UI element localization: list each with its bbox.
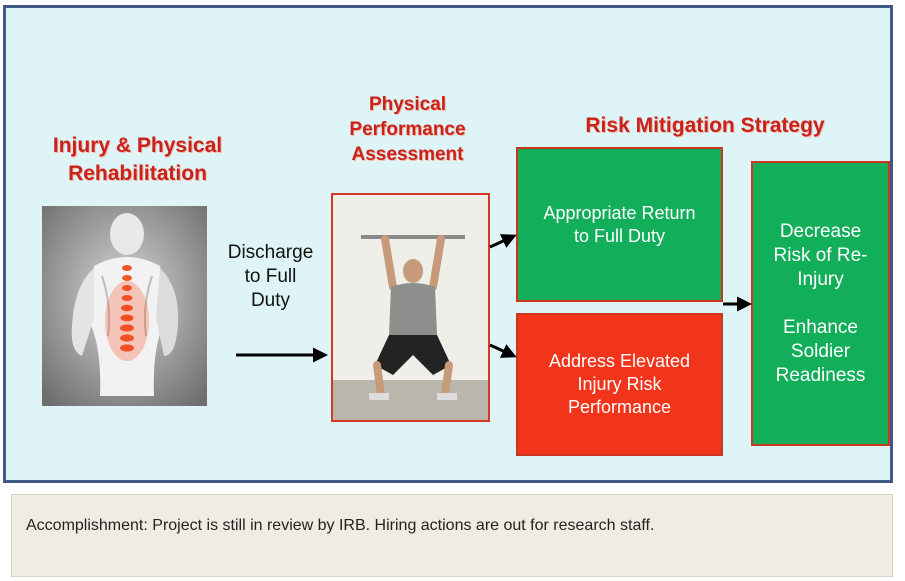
address-elevated-line1: Address Elevated bbox=[548, 351, 691, 371]
appropriate-return-line1: Appropriate Return bbox=[543, 202, 696, 223]
risk-mitigation-title: Risk Mitigation Strategy bbox=[585, 114, 825, 137]
squat-assessment-photo bbox=[331, 193, 490, 422]
appropriate-return-box: Appropriate Return to Full Duty bbox=[516, 147, 723, 302]
spine-injury-image bbox=[42, 206, 207, 406]
address-elevated-risk-box: Address Elevated Injury Risk Performance bbox=[516, 313, 723, 456]
appropriate-return-line2: to Full Duty bbox=[573, 225, 666, 246]
discharge-label: Discharge to Full Duty bbox=[213, 241, 328, 313]
accomplishment-text: Accomplishment: Project is still in revi… bbox=[26, 517, 655, 534]
discharge-label-line1: Discharge bbox=[227, 242, 314, 263]
outcome-enhance-line1: Enhance bbox=[782, 316, 858, 338]
performance-assessment-title-line3: Assessment bbox=[351, 144, 464, 165]
address-elevated-line3: Performance bbox=[567, 397, 672, 417]
injury-rehab-title-line1: Injury & Physical bbox=[52, 134, 223, 157]
outcome-box: Decrease Risk of Re- Injury Enhance Sold… bbox=[751, 161, 890, 446]
injury-rehab-title: Injury & Physical Rehabilitation bbox=[20, 132, 255, 188]
outcome-enhance-line3: Readiness bbox=[775, 364, 866, 386]
outcome-enhance-line2: Soldier bbox=[790, 340, 851, 362]
outcome-decrease-line3: Injury bbox=[797, 268, 844, 290]
discharge-label-line3: Duty bbox=[250, 290, 291, 311]
performance-assessment-title: Physical Performance Assessment bbox=[325, 92, 490, 167]
injury-rehab-title-line2: Rehabilitation bbox=[68, 162, 207, 185]
discharge-label-line2: to Full bbox=[244, 266, 297, 287]
performance-assessment-title-line2: Performance bbox=[349, 119, 466, 140]
accomplishment-footer bbox=[11, 494, 893, 577]
performance-assessment-title-line1: Physical bbox=[368, 94, 447, 115]
outcome-decrease-line2: Risk of Re- bbox=[773, 244, 868, 266]
outcome-decrease-line1: Decrease bbox=[779, 220, 862, 242]
address-elevated-line2: Injury Risk bbox=[577, 374, 662, 394]
